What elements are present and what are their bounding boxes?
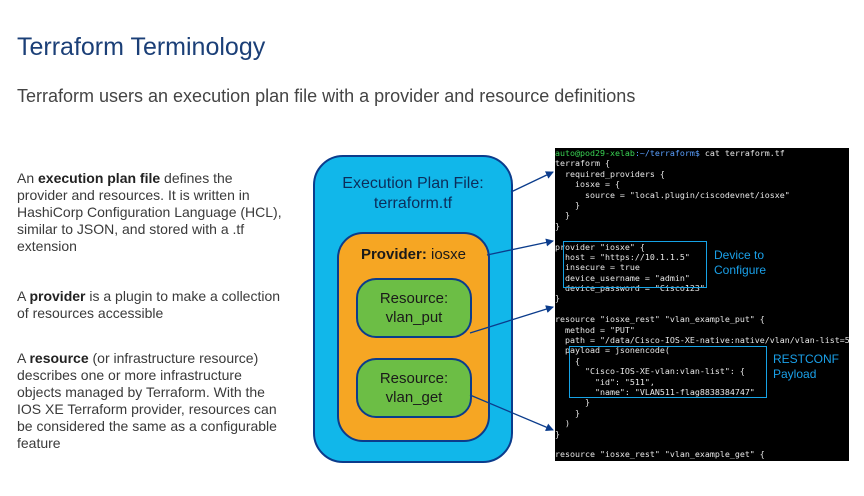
terminal-line: method = "GET": [555, 460, 849, 461]
terminal-window: auto@pod29-xelab:~/terraform$ cat terraf…: [555, 148, 849, 461]
terminal-line: required_providers {: [555, 168, 665, 179]
terminal-line: }: [555, 293, 560, 304]
definition-resource: A resource (or infrastructure resource) …: [17, 350, 282, 452]
terminal-line: provider "iosxe" {: [555, 241, 645, 252]
terminal-line: }: [555, 199, 580, 210]
resource-name: vlan_put: [385, 309, 443, 326]
definition-term: resource: [29, 350, 89, 366]
definition-provider: A provider is a plugin to make a collect…: [17, 288, 282, 322]
terminal-line: }: [555, 210, 570, 221]
device-highlight-box: [563, 241, 707, 288]
execution-plan-box: Execution Plan File: terraform.tf Provid…: [313, 155, 513, 463]
terminal-line: resource "iosxe_rest" "vlan_example_put"…: [555, 314, 765, 325]
definition-term: provider: [29, 288, 86, 304]
terminal-line: "name": "VLAN511-flag8838384747": [555, 386, 755, 397]
plan-title-line1: Execution Plan File:: [342, 175, 484, 192]
prompt-command: cat terraform.tf: [699, 148, 785, 158]
arrow-vlan-put-to-resource-block: [469, 305, 554, 334]
terminal-line: }: [555, 397, 590, 408]
definition-execution-plan: An execution plan file defines the provi…: [17, 170, 282, 255]
definition-prefix: A: [17, 288, 30, 304]
terminal-line: }: [555, 428, 560, 439]
page-title: Terraform Terminology: [17, 33, 266, 61]
resource-vlan-get-box: Resource: vlan_get: [356, 358, 472, 418]
device-callout-line1: Device to: [714, 248, 765, 262]
terminal-line: source = "local.plugin/ciscodevnet/iosxe…: [555, 189, 790, 200]
definition-text: is a plugin to make a collection of reso…: [17, 288, 281, 321]
terminal-line: terraform {: [555, 158, 610, 169]
terminal-line: insecure = true: [555, 262, 640, 273]
provider-box: Provider: iosxe Resource: vlan_put Resou…: [337, 232, 490, 442]
definition-term: execution plan file: [38, 170, 161, 186]
terminal-line: }: [555, 220, 560, 231]
definition-text: defines the provider and resources. It i…: [17, 170, 282, 254]
resource-name: vlan_get: [385, 389, 443, 406]
terminal-line: payload = jsonencode(: [555, 345, 670, 356]
payload-callout-line2: Payload: [773, 367, 817, 381]
payload-callout: RESTCONF Payload: [773, 352, 839, 382]
provider-label: Provider:: [360, 246, 427, 263]
terminal-line: }: [555, 407, 580, 418]
definition-text: (or infrastructure resource) describes o…: [17, 350, 277, 451]
arrow-plan-to-terraform-block: [510, 171, 554, 193]
payload-highlight-box: [569, 346, 767, 398]
terminal-line: {: [555, 355, 580, 366]
definition-prefix: A: [17, 350, 30, 366]
resource-label: Resource:: [379, 290, 449, 307]
execution-plan-title: Execution Plan File: terraform.tf: [315, 174, 511, 214]
arrow-provider-to-provider-block: [486, 238, 554, 256]
terminal-line: ): [555, 418, 570, 429]
terminal-code: terraform { required_providers { iosxe =…: [555, 158, 849, 461]
plan-title-line2: terraform.tf: [373, 195, 453, 212]
prompt-path: :~/terraform$: [634, 148, 700, 158]
arrow-vlan-get-to-resource-block: [469, 394, 554, 431]
terminal-line: method = "PUT": [555, 324, 635, 335]
device-callout-line2: Configure: [714, 263, 767, 277]
terminal-prompt-line: auto@pod29-xelab:~/terraform$ cat terraf…: [555, 148, 849, 158]
resource-vlan-put-box: Resource: vlan_put: [356, 278, 472, 338]
terminal-line: resource "iosxe_rest" "vlan_example_get"…: [555, 449, 765, 460]
terminal-line: "Cisco-IOS-XE-vlan:vlan-list": {: [555, 366, 745, 377]
terminal-line: path = "/data/Cisco-IOS-XE-native:native…: [555, 335, 849, 346]
payload-callout-line1: RESTCONF: [773, 352, 839, 366]
page-subtitle: Terraform users an execution plan file w…: [17, 86, 636, 106]
device-callout: Device to Configure: [714, 248, 766, 278]
prompt-user: auto@pod29-xelab: [555, 148, 635, 158]
terminal-line: device_password = "Cisco123": [555, 283, 705, 294]
terminal-line: iosxe = {: [555, 179, 620, 190]
definition-prefix: An: [17, 170, 39, 186]
resource-label: Resource:: [379, 370, 449, 387]
provider-name: iosxe: [431, 246, 467, 263]
terminal-line: "id": "511",: [555, 376, 655, 387]
terminal-line: host = "https://10.1.1.5": [555, 251, 690, 262]
terminal-line: device_username = "admin": [555, 272, 690, 283]
provider-title: Provider: iosxe: [339, 246, 488, 263]
